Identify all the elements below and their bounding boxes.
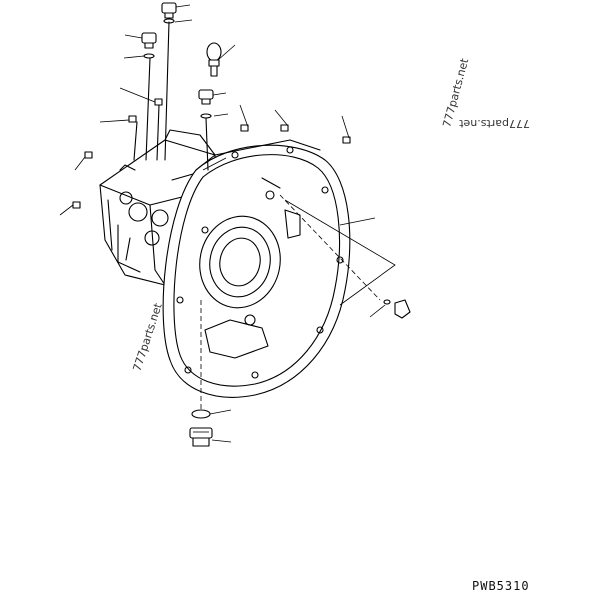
drawing-code: PWB5310 [472, 579, 530, 593]
alignment-lines [200, 194, 396, 410]
plug-top [161, 2, 177, 24]
watermark-lower: 777parts.net [130, 301, 164, 373]
flywheel-housing [162, 139, 351, 398]
eye-bolt [206, 42, 222, 77]
small-bolts [72, 98, 351, 209]
plug-center [198, 89, 214, 119]
leader-lines [59, 4, 386, 443]
plug-left-top [141, 32, 157, 59]
drain-plug-bottom [189, 409, 213, 447]
studs [133, 21, 209, 171]
pump-body [99, 129, 217, 286]
drain-plug-right [383, 299, 411, 319]
watermark-mirrored: 777parts.net [458, 117, 530, 130]
